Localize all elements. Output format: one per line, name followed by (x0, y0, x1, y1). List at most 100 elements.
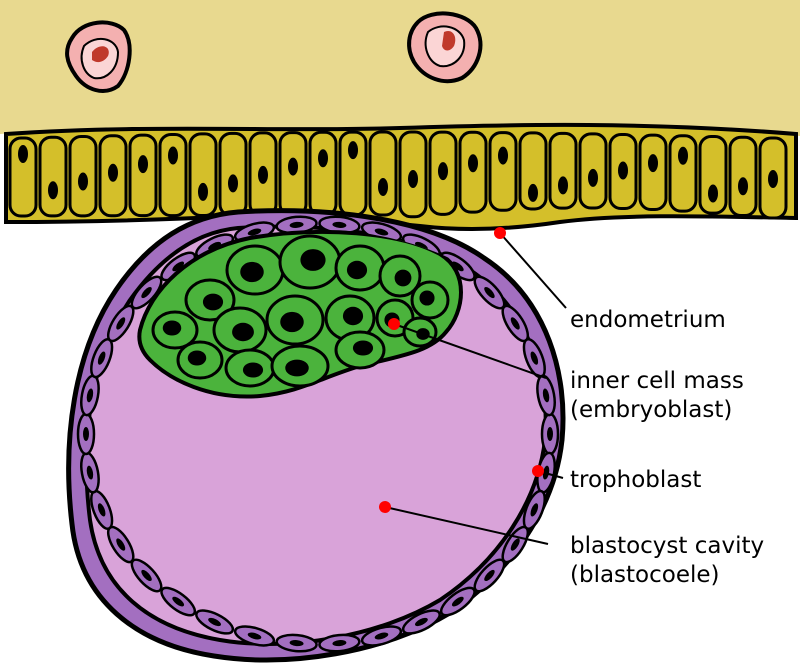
inner-cell-nucleus (280, 311, 304, 333)
epithelial-nucleus (498, 146, 508, 165)
epithelial-cell (188, 132, 218, 218)
trophoblast-nucleus (510, 538, 520, 551)
inner-cell-nucleus (346, 260, 368, 280)
inner-cell-nucleus (242, 362, 264, 378)
blood-vessel-right (407, 11, 483, 84)
trophoblast-nucleus (530, 351, 539, 365)
epithelial-nucleus (108, 163, 118, 182)
trophoblast-nucleus (208, 241, 221, 251)
trophoblast-nucleus (141, 286, 152, 299)
trophoblast-nucleus (289, 221, 304, 228)
epithelial-nucleus (138, 155, 148, 174)
epithelial-nucleus (168, 146, 178, 165)
inner-cell-nucleus (352, 340, 374, 356)
trophoblast-nucleus (208, 617, 221, 627)
pointer-dot-endometrium (494, 227, 506, 239)
inner-cell-nucleus (162, 320, 182, 336)
inner-cell-nucleus (240, 261, 264, 283)
epithelial-nucleus (438, 162, 448, 181)
trophoblast-nucleus (172, 596, 185, 607)
trophoblast-cells (76, 215, 560, 653)
epithelial-nucleus (678, 146, 688, 165)
label-inner-cell-mass-name: inner cell mass (570, 368, 744, 394)
inner-cell-nucleus (300, 249, 326, 271)
epithelial-nucleus (48, 181, 58, 200)
trophoblast-nucleus (484, 569, 495, 582)
pointer-lines (384, 232, 567, 545)
endometrium-stroma (0, 0, 800, 136)
epithelial-nucleus (618, 161, 628, 180)
inner-cell-nucleus (187, 350, 207, 366)
epithelial-nucleus (18, 145, 28, 163)
epithelial-nucleus (588, 168, 598, 187)
inner-cell-mass (137, 229, 463, 399)
epithelial-nucleus (768, 170, 778, 188)
pointer-dots (379, 227, 544, 513)
trophoblast-nucleus (484, 286, 495, 299)
trophoblast-nucleus (97, 503, 106, 517)
trophoblast-nucleus (172, 261, 185, 272)
epithelial-nucleus (318, 149, 328, 168)
trophoblast-nucleus (289, 640, 304, 647)
epithelial-nucleus (468, 154, 478, 173)
trophoblast-nucleus (247, 228, 262, 236)
inner-cell-nucleus (419, 290, 435, 306)
trophoblast-nucleus (542, 388, 550, 403)
inner-cell-nucleus (202, 293, 224, 311)
label-blastocyst-cavity: blastocyst cavity (blastocoele) (570, 532, 764, 590)
epithelial-nucleus (348, 141, 358, 160)
label-inner-cell-mass: inner cell mass (embryoblast) (570, 367, 744, 425)
epithelial-nucleus (198, 182, 208, 201)
trophoblast-nucleus (116, 317, 126, 330)
trophoblast-nucleus (530, 503, 539, 517)
epithelial-nucleus (78, 172, 88, 191)
trophoblast-nucleus (374, 632, 389, 640)
epithelial-cells (8, 130, 788, 220)
epithelial-cell (128, 133, 158, 218)
epithelial-nucleus (708, 184, 718, 203)
trophoblast-nucleus (86, 388, 94, 403)
trophoblast-nucleus (415, 617, 428, 627)
epithelial-nucleus (258, 165, 268, 184)
trophoblast-nucleus (451, 261, 464, 272)
trophoblast-nucleus (451, 596, 464, 607)
epithelial-nucleus (228, 174, 238, 193)
trophoblast-nucleus (116, 538, 126, 551)
pointer-line-endometrium (499, 232, 567, 309)
epithelial-nucleus (738, 177, 748, 196)
epithelial-nucleus (558, 176, 568, 195)
label-blastocyst-cavity-name: blastocyst cavity (570, 533, 765, 559)
epithelial-nucleus (528, 183, 538, 202)
trophoblast-nucleus (547, 427, 553, 441)
label-endometrium: endometrium (570, 307, 726, 333)
blood-vessel-left (65, 20, 132, 93)
epithelial-cell (548, 131, 578, 210)
epithelial-nucleus (288, 157, 298, 176)
trophoblast-nucleus (374, 228, 389, 236)
epithelial-cell (518, 131, 548, 211)
epithelial-cell (728, 135, 758, 218)
inner-cell-nucleus (285, 359, 309, 377)
trophoblast-nucleus (332, 640, 347, 647)
trophoblast-nucleus (141, 569, 152, 582)
epithelial-cell (698, 135, 728, 215)
label-inner-cell-mass-alt: (embryoblast) (570, 397, 733, 423)
epithelial-cell (38, 135, 68, 218)
epithelial-nucleus (648, 154, 658, 173)
inner-cell-nucleus (394, 269, 412, 287)
epithelial-cell (488, 131, 518, 212)
epithelial-cell (668, 134, 698, 213)
epithelial-cell (8, 136, 38, 218)
pointer-dot-inner-cell-mass (388, 318, 400, 330)
trophoblast-nucleus (83, 427, 89, 441)
trophoblast-nucleus (97, 351, 106, 365)
epithelial-cell (308, 130, 338, 217)
pointer-dot-trophoblast (532, 465, 544, 477)
inner-cell-nucleus (342, 306, 364, 326)
label-blastocyst-cavity-alt: (blastocoele) (570, 562, 720, 588)
blastocyst (66, 208, 566, 663)
epithelial-cell (158, 132, 188, 218)
inner-cell-nucleus (232, 322, 254, 342)
